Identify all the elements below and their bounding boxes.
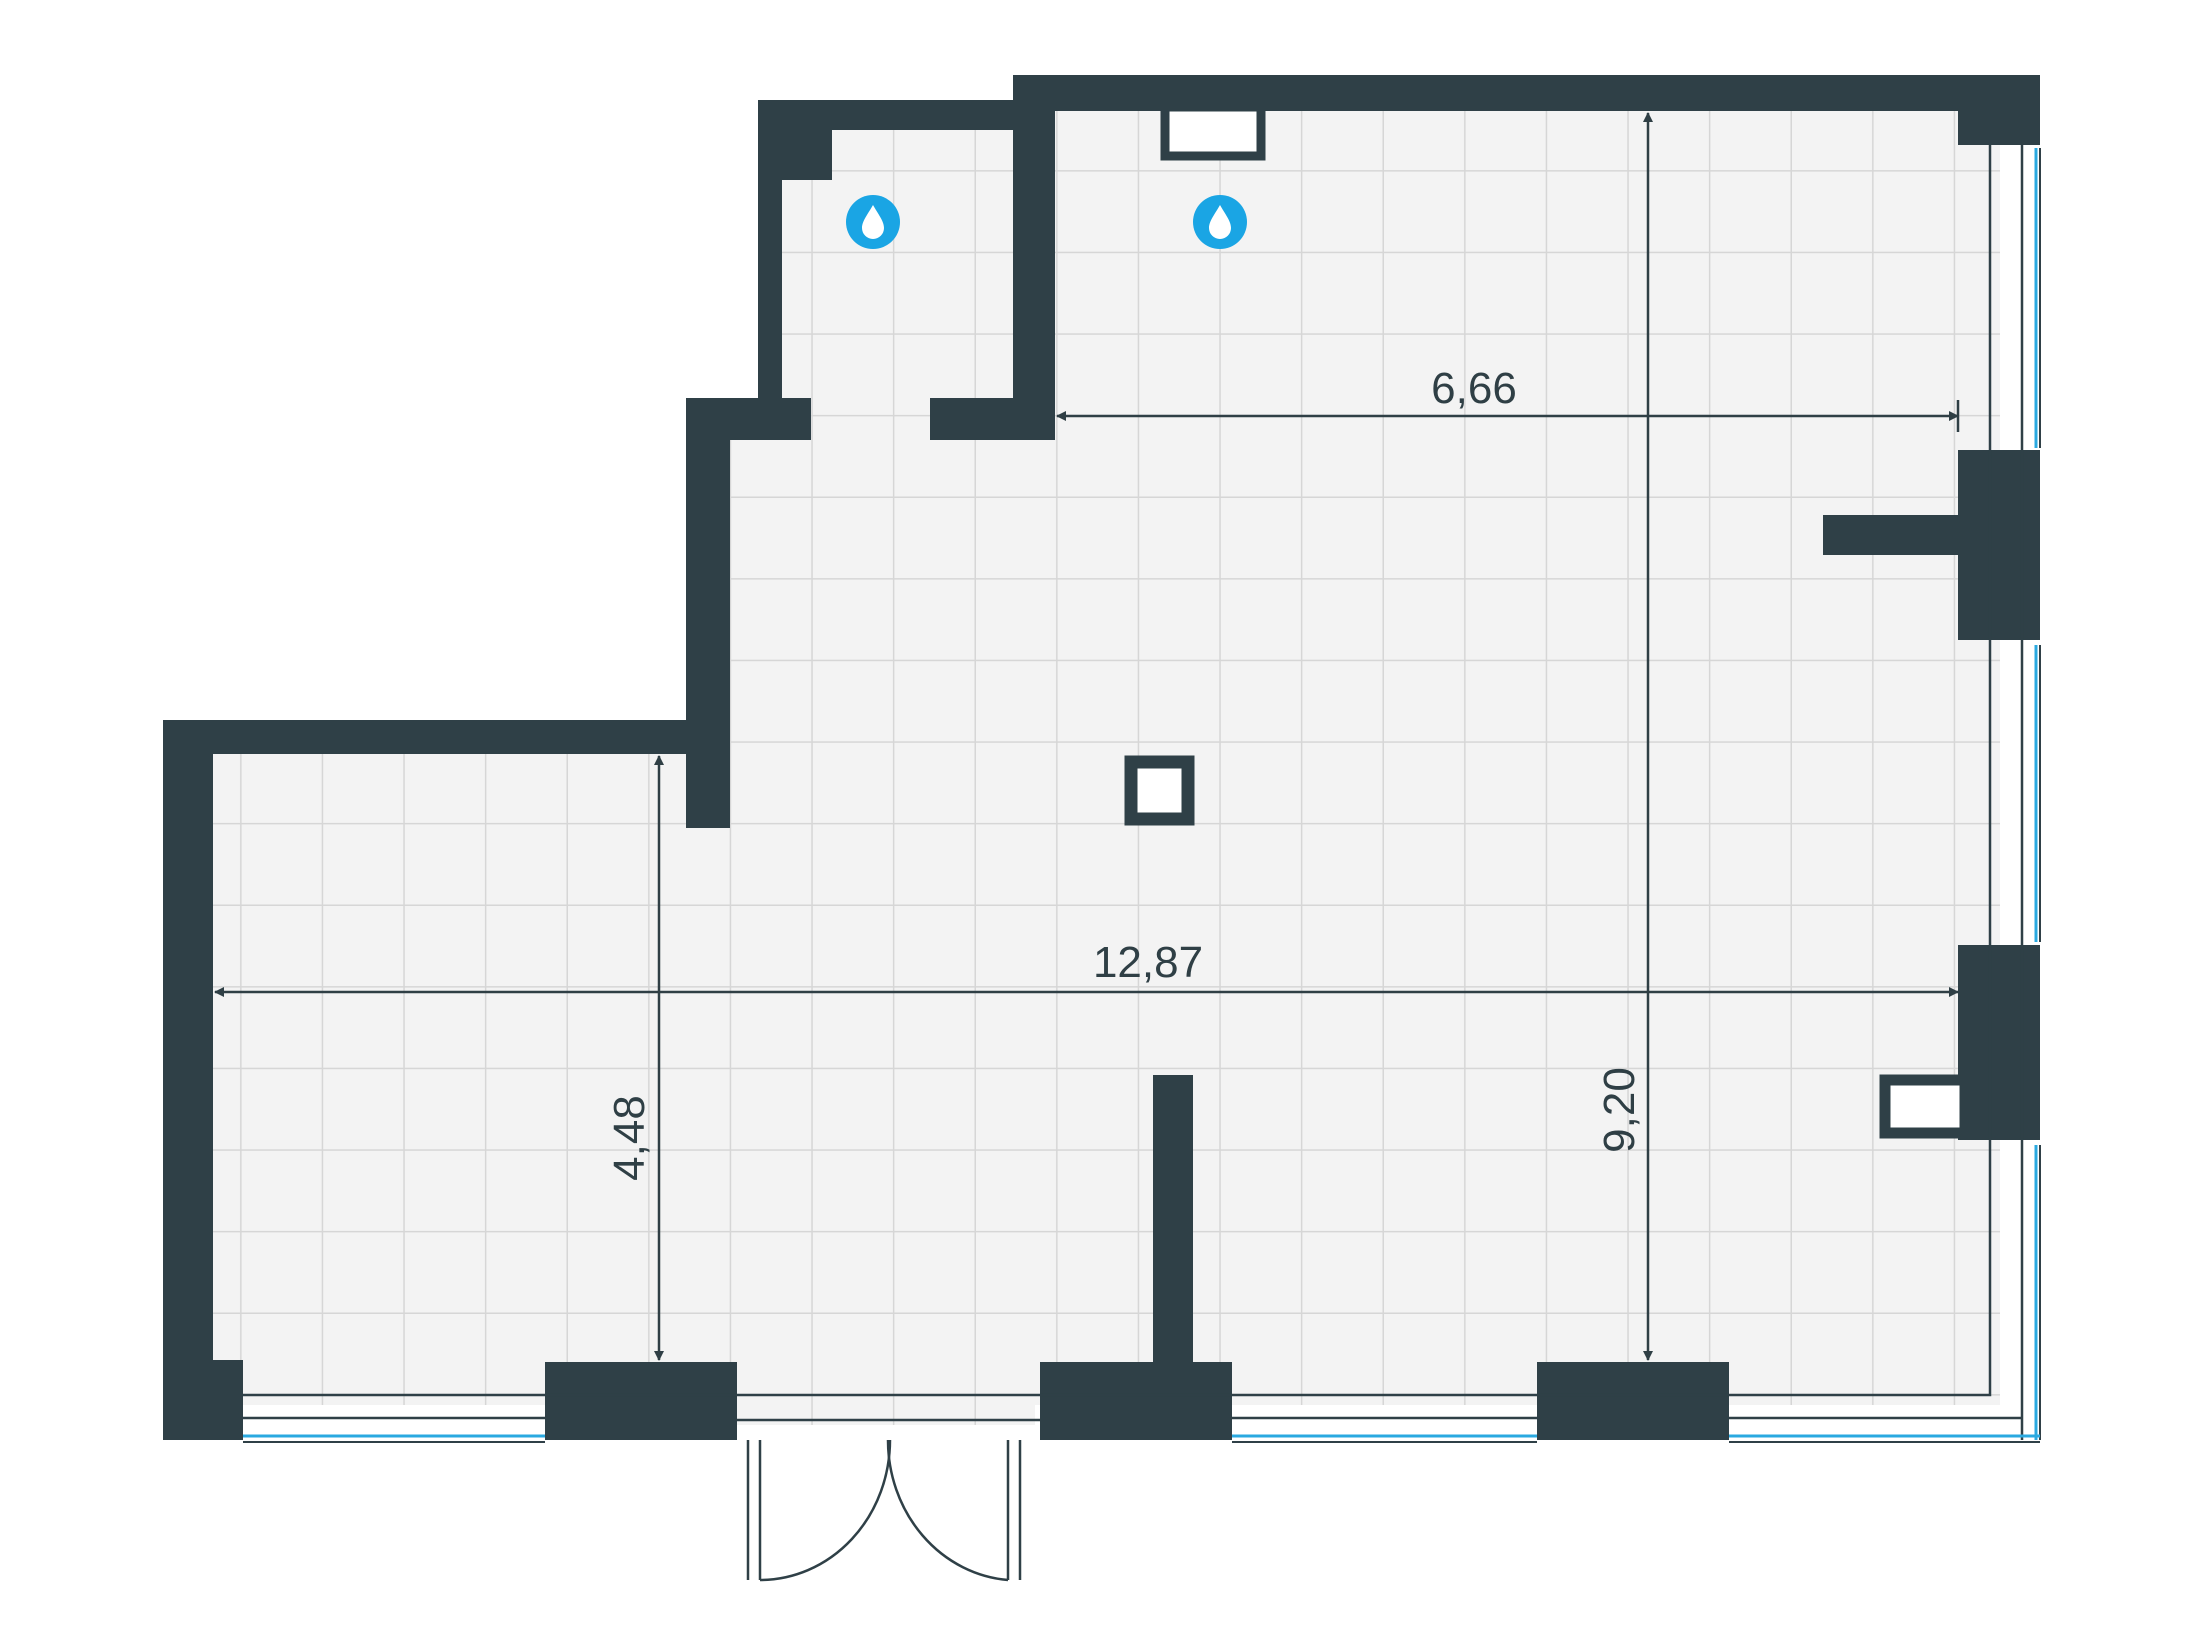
outlined-elements <box>1124 102 1971 1139</box>
wc-door-jamb-right <box>930 398 1055 440</box>
column <box>1124 755 1195 826</box>
dimension-label-top-width: 6,66 <box>1431 364 1517 413</box>
windows <box>243 145 2041 1443</box>
door-leaf-left <box>759 1439 892 1582</box>
walls <box>163 75 2040 1440</box>
door-leaf-right <box>886 1439 1009 1582</box>
wc-top-wall <box>758 100 1018 130</box>
top-right-corner <box>1958 75 2040 145</box>
bottom-pier-3 <box>1537 1362 1729 1440</box>
right-pier-2 <box>1958 945 2040 1140</box>
step-wall-vertical <box>686 398 730 828</box>
left-bottom-pier <box>163 1360 243 1440</box>
water-drop-icon <box>1193 195 1247 249</box>
water-drop-icon <box>846 195 900 249</box>
left-top-wall <box>163 720 730 754</box>
partition-wall <box>1153 1075 1193 1370</box>
right-pier-1 <box>1958 450 2040 640</box>
dimension-label-total-width: 12,87 <box>1093 938 1203 987</box>
dimension-label-left-depth: 4,48 <box>605 1095 654 1181</box>
floor-tiles <box>205 95 2000 1425</box>
bottom-pier-2 <box>1040 1362 1232 1440</box>
entrance-door <box>737 1418 1040 1582</box>
right-duct <box>1879 1074 1971 1139</box>
shaft <box>780 128 832 180</box>
dimension-lines <box>214 112 1960 1361</box>
top-duct <box>1160 102 1266 161</box>
dimension-label-total-depth: 9,20 <box>1595 1067 1644 1153</box>
bottom-pier-1 <box>545 1362 737 1440</box>
wc-right-wall <box>1013 100 1055 440</box>
wc-left-wall <box>758 100 782 410</box>
right-stub-wall <box>1823 515 1963 555</box>
right-glazing <box>243 145 2041 1440</box>
left-wall <box>163 720 213 1440</box>
bottom-glazing <box>243 1416 2040 1443</box>
